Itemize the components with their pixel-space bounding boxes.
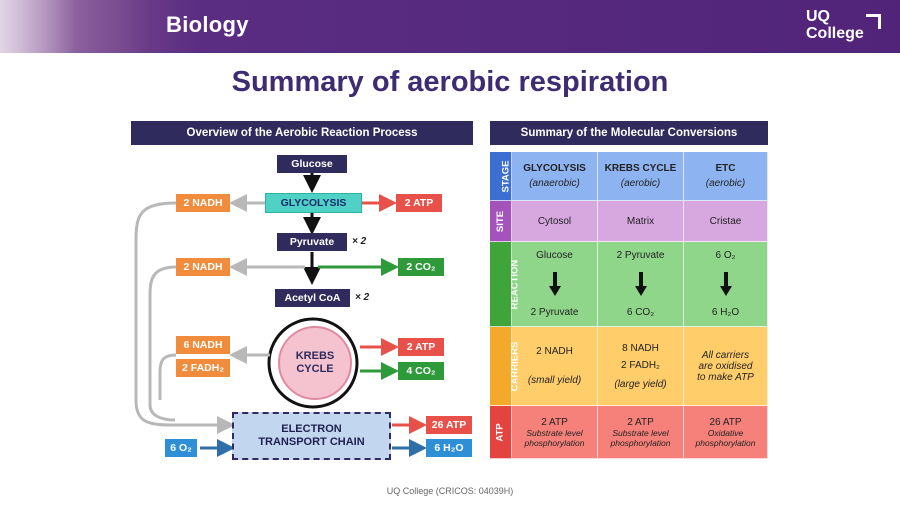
summary-heading: Summary of the Molecular Conversions xyxy=(490,121,768,145)
krebs-label-line2: CYCLE xyxy=(296,363,334,375)
pyruvate-box: Pyruvate xyxy=(277,233,347,251)
carriers-glycolysis: 2 NADH(small yield) xyxy=(512,327,598,406)
nadh-krebs: 6 NADH xyxy=(176,336,230,354)
row-label-site: SITE xyxy=(490,201,512,242)
row-label-carriers: CARRIERS xyxy=(490,327,520,406)
etc-label-line1: ELECTRON xyxy=(281,423,342,435)
row-label-atp: ATP xyxy=(490,406,512,459)
glycolysis-box: GLYCOLYSIS xyxy=(265,193,362,213)
krebs-cycle-node: KREBS CYCLE xyxy=(278,326,352,400)
co2-link: 2 CO₂ xyxy=(398,258,444,276)
row-label-reaction: REACTION xyxy=(490,242,520,327)
site-krebs: Matrix xyxy=(598,201,684,242)
summary-table: STAGE GLYCOLYSIS(anaerobic) KREBS CYCLE(… xyxy=(490,152,768,459)
co2-krebs: 4 CO₂ xyxy=(398,362,444,380)
logo-corner-icon xyxy=(866,14,881,29)
site-glycolysis: Cytosol xyxy=(512,201,598,242)
glucose-box: Glucose xyxy=(277,155,347,173)
carrier-loop-middle xyxy=(148,265,177,422)
stage-glycolysis: GLYCOLYSIS(anaerobic) xyxy=(512,152,598,201)
stage-krebs: KREBS CYCLE(aerobic) xyxy=(598,152,684,201)
down-arrow-icon xyxy=(634,286,647,296)
header-banner xyxy=(0,0,900,53)
pyruvate-multiplier: × 2 xyxy=(352,236,367,247)
krebs-cycle-ring xyxy=(267,317,359,409)
subject-title: Biology xyxy=(166,12,249,37)
h2o-etc: 6 H₂O xyxy=(426,439,472,457)
krebs-label-line1: KREBS xyxy=(295,350,335,362)
site-etc: Cristae xyxy=(684,201,768,242)
header-photo xyxy=(0,0,150,53)
carrier-loop-inner xyxy=(158,353,177,400)
fadh2-krebs: 2 FADH₂ xyxy=(176,359,230,377)
acetyl-coa-box: Acetyl CoA xyxy=(275,289,350,307)
nadh-glycolysis: 2 NADH xyxy=(176,194,230,212)
carrier-loop-outer xyxy=(134,201,235,434)
logo-line1: UQ xyxy=(806,8,830,25)
etc-label-line2: TRANSPORT CHAIN xyxy=(258,436,365,448)
row-label-stage: STAGE xyxy=(490,152,512,201)
stage-row: STAGE GLYCOLYSIS(anaerobic) KREBS CYCLE(… xyxy=(490,152,768,201)
slide-title: Summary of aerobic respiration xyxy=(231,66,669,98)
uq-college-logo: UQ College xyxy=(806,8,864,42)
down-arrow-icon xyxy=(719,286,732,296)
nadh-link: 2 NADH xyxy=(176,258,230,276)
acetyl-multiplier: × 2 xyxy=(355,292,370,303)
footer-cricos: UQ College (CRICOS: 04039H) xyxy=(386,486,514,496)
logo-line2: College xyxy=(806,25,864,42)
atp-etc: 26 ATP xyxy=(426,416,472,434)
o2-input: 6 O₂ xyxy=(165,439,197,457)
atp-krebs: 2 ATP xyxy=(398,338,444,356)
atp-glycolysis: 2 ATP xyxy=(396,194,442,212)
etc-node: ELECTRON TRANSPORT CHAIN xyxy=(232,412,391,460)
down-arrow-icon xyxy=(548,286,561,296)
overview-heading: Overview of the Aerobic Reaction Process xyxy=(131,121,473,145)
site-row: SITE Cytosol Matrix Cristae xyxy=(490,201,768,242)
stage-etc: ETC(aerobic) xyxy=(684,152,768,201)
